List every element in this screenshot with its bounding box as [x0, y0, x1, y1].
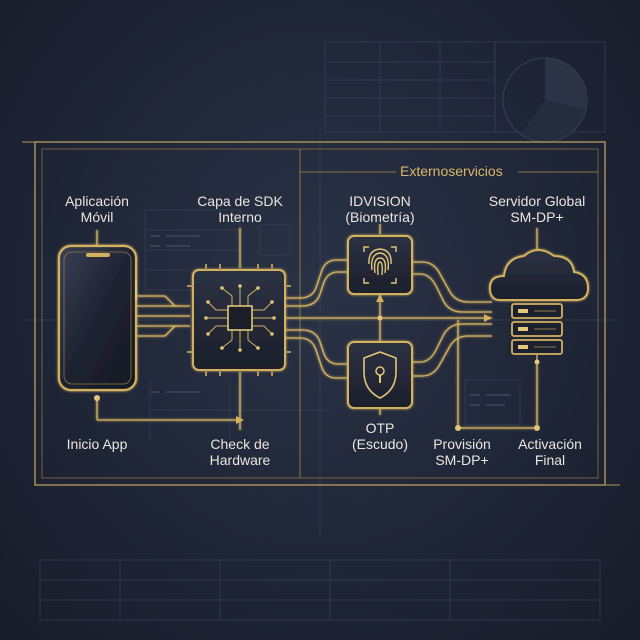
node-label-line: IDVISION [349, 193, 411, 209]
node-label-sdk-layer: Capa de SDK Interno [197, 193, 283, 225]
step-label-line: Hardware [209, 452, 271, 468]
node-label-line: SM-DP+ [510, 209, 564, 225]
node-label-global-server: Servidor Global SM-DP+ [489, 193, 586, 225]
background-text-lines [150, 235, 510, 406]
step-label-line: Provisión [433, 436, 491, 452]
cloud-server-icon [488, 249, 590, 365]
node-label-line: Móvil [80, 209, 114, 225]
step-label-line: Inicio App [66, 436, 128, 452]
node-label-line: Interno [218, 209, 262, 225]
node-label-line: Capa de SDK [197, 193, 283, 209]
node-label-mobile-app: Aplicación Móvil [65, 193, 129, 225]
background-grid [20, 41, 620, 621]
step-label-provision: Provisión SM-DP+ [433, 436, 491, 468]
outer-frame [22, 141, 620, 486]
step-label-line: Activación [518, 436, 582, 452]
fingerprint-icon [347, 235, 413, 295]
step-label-activation: Activación Final [518, 436, 582, 468]
step-label-line: SM-DP+ [435, 452, 489, 468]
connector-dots [94, 315, 540, 431]
step-label-otp: OTP (Escudo) [352, 420, 408, 452]
section-divider [299, 149, 598, 478]
node-label-idvision: IDVISION (Biometría) [345, 193, 414, 225]
section-header-external-services: Externoservicios [400, 163, 503, 179]
step-label-line: OTP [365, 420, 395, 436]
node-label-line: Servidor Global [488, 193, 586, 209]
shield-lock-icon [347, 341, 413, 409]
smartphone-icon [57, 244, 138, 392]
microchip-icon [187, 264, 291, 376]
background-pie [502, 57, 588, 143]
connectors [96, 224, 538, 430]
node-label-line: Aplicación [65, 193, 129, 209]
node-label-line: (Biometría) [345, 209, 415, 225]
step-label-line: Check de [210, 436, 270, 452]
arrowheads [236, 294, 492, 424]
step-label-hardware-check: Check de Hardware [210, 436, 271, 468]
step-label-line: Final [534, 452, 566, 468]
step-label-line: (Escudo) [351, 436, 409, 452]
step-label-app-start: Inicio App [67, 436, 128, 452]
